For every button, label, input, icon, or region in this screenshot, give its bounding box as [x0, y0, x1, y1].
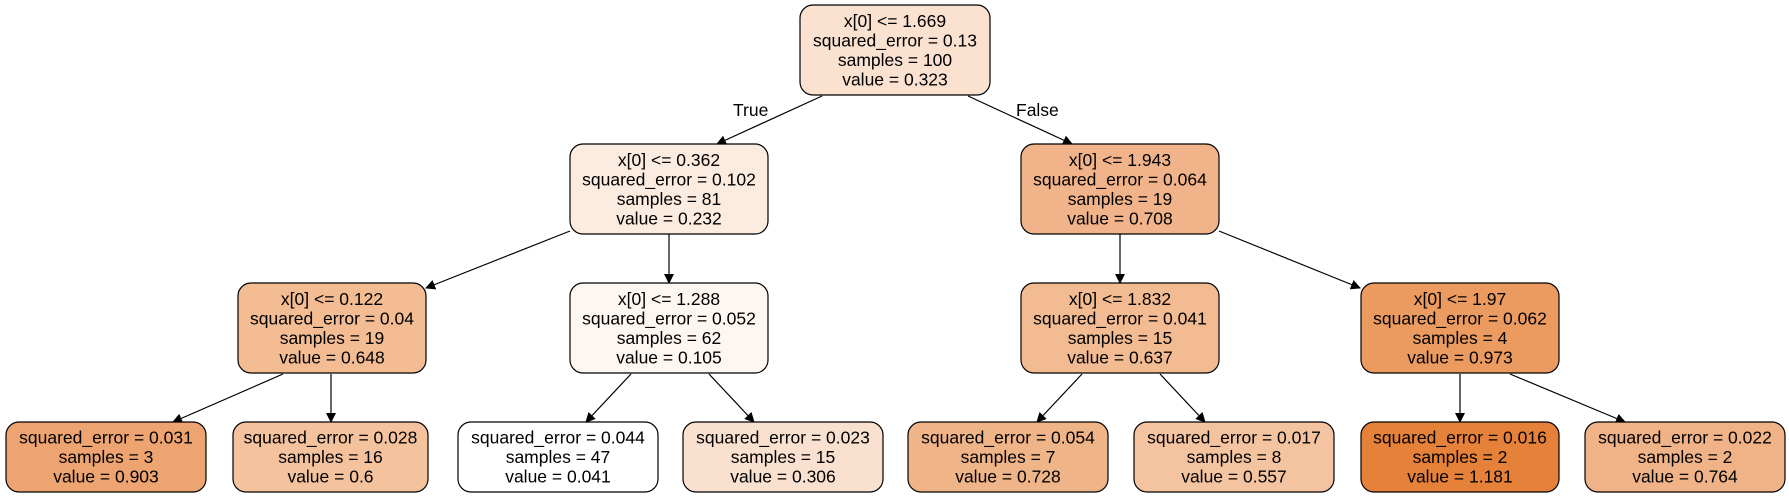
node-box: [1360, 282, 1560, 374]
tree-edge-arrow: [425, 230, 571, 290]
node-text-line: value = 1.181: [1407, 467, 1513, 487]
node-text-line: squared_error = 0.023: [696, 428, 870, 449]
tree-edge-arrow: [1036, 373, 1083, 423]
node-text-line: value = 0.903: [53, 467, 159, 487]
node-text-line: squared_error = 0.102: [582, 169, 756, 190]
node-box: [5, 421, 207, 493]
node-text-line: value = 0.105: [616, 347, 722, 367]
node-text-line: squared_error = 0.064: [1033, 169, 1207, 190]
node-text-line: samples = 62: [617, 328, 722, 348]
node-text-line: samples = 3: [59, 447, 154, 467]
tree-edge-arrow: [1218, 230, 1361, 290]
node-text-line: x[0] <= 1.943: [1069, 150, 1171, 170]
tree-edge-arrow: [708, 373, 755, 423]
node-box: [799, 4, 991, 96]
tree-edge-labels: True False: [733, 100, 1059, 120]
node-text-line: squared_error = 0.044: [471, 428, 645, 449]
node-box: [1360, 421, 1560, 493]
tree-edges: [172, 95, 1626, 424]
node-text-line: samples = 15: [1068, 328, 1173, 348]
node-text-line: samples = 2: [1638, 447, 1733, 467]
node-text-line: value = 0.637: [1067, 347, 1173, 367]
node-text-line: squared_error = 0.017: [1147, 428, 1321, 449]
node-text-line: squared_error = 0.052: [582, 308, 756, 329]
node-text-line: samples = 2: [1413, 447, 1508, 467]
node-text-line: value = 0.306: [730, 467, 836, 487]
node-text-line: x[0] <= 0.122: [281, 289, 383, 309]
node-text-line: samples = 7: [961, 447, 1056, 467]
node-text-line: value = 0.557: [1181, 467, 1287, 487]
node-text-line: value = 0.708: [1067, 208, 1173, 228]
node-text-line: squared_error = 0.054: [921, 428, 1095, 449]
node-text-line: samples = 19: [280, 328, 385, 348]
node-box: [237, 282, 427, 374]
node-text-line: samples = 16: [278, 447, 383, 467]
node-box: [907, 421, 1109, 493]
node-text-line: value = 0.764: [1632, 467, 1738, 487]
node-box: [457, 421, 659, 493]
node-text-line: squared_error = 0.04: [250, 308, 414, 329]
node-text-line: value = 0.973: [1407, 347, 1513, 367]
node-text-line: samples = 47: [506, 447, 611, 467]
node-box: [1584, 421, 1786, 493]
node-box: [682, 421, 884, 493]
tree-edge-arrow: [1159, 373, 1206, 423]
node-text-line: squared_error = 0.022: [1598, 428, 1772, 449]
tree-edge-arrow: [716, 95, 823, 145]
node-text-line: samples = 15: [731, 447, 836, 467]
node-text-line: samples = 19: [1068, 189, 1173, 209]
node-text-line: samples = 4: [1413, 328, 1508, 348]
node-text-line: squared_error = 0.028: [244, 428, 418, 449]
tree-edge-arrow: [967, 95, 1073, 145]
node-text-line: squared_error = 0.031: [19, 428, 193, 449]
node-text-line: squared_error = 0.13: [813, 30, 977, 51]
node-box: [1020, 282, 1220, 374]
edge-label-true: True: [733, 100, 768, 120]
node-text-line: x[0] <= 1.832: [1069, 289, 1171, 309]
node-text-line: value = 0.232: [616, 208, 722, 228]
node-text-line: squared_error = 0.062: [1373, 308, 1547, 329]
node-text-line: samples = 100: [838, 50, 953, 70]
tree-edge-arrow: [172, 373, 284, 423]
node-text-line: value = 0.323: [842, 69, 948, 89]
edge-label-false: False: [1016, 100, 1059, 120]
node-text-line: value = 0.728: [955, 467, 1061, 487]
node-text-line: value = 0.6: [287, 467, 373, 487]
tree-edge-arrow: [1509, 373, 1626, 424]
tree-edge-arrow: [585, 373, 632, 423]
node-text-line: x[0] <= 1.288: [618, 289, 720, 309]
node-text-line: x[0] <= 1.669: [844, 11, 946, 31]
node-text-line: squared_error = 0.041: [1033, 308, 1207, 329]
node-box: [569, 282, 769, 374]
node-text-line: squared_error = 0.016: [1373, 428, 1547, 449]
node-text-line: samples = 81: [617, 189, 722, 209]
node-text-line: x[0] <= 0.362: [618, 150, 720, 170]
node-box: [1133, 421, 1335, 493]
node-text-line: x[0] <= 1.97: [1414, 289, 1506, 309]
node-text-line: value = 0.648: [279, 347, 385, 367]
node-box: [569, 143, 769, 235]
node-box: [1020, 143, 1220, 235]
node-text-line: samples = 8: [1187, 447, 1282, 467]
node-box: [232, 421, 429, 493]
node-text-line: value = 0.041: [505, 467, 611, 487]
